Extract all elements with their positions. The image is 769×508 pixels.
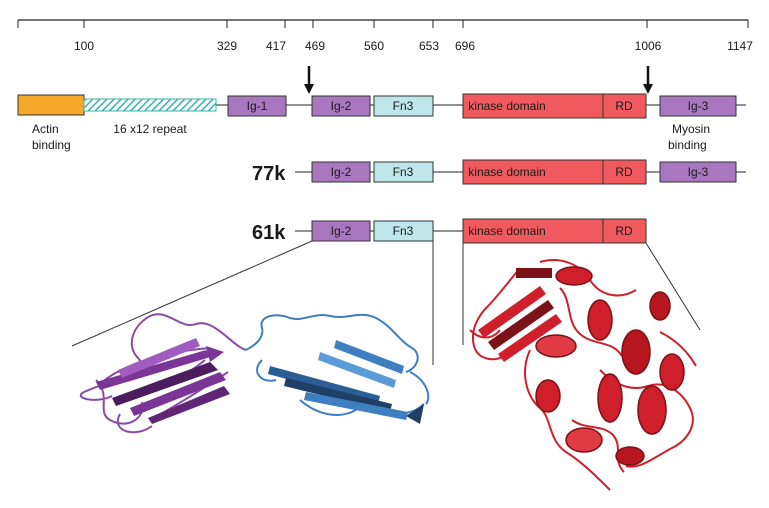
ig2-domain [311,161,371,183]
kinase-helix [587,299,613,341]
ig2-strand [148,386,230,424]
fn3-loops [245,313,430,416]
rd-label: RD [615,224,633,238]
kinase-domain [462,218,604,244]
kinase-helix [535,379,561,413]
tick-label: 100 [74,39,94,53]
residue-scale: 100 329 417 469 560 653 696 1006 1147 [17,19,753,53]
kinase-helix [649,291,671,321]
kinase-label: kinase domain [468,224,545,238]
myosin-binding-note: binding [668,138,707,152]
ig1-domain [227,95,287,117]
ig2-label: Ig-2 [331,224,352,238]
ig2-label: Ig-2 [331,165,352,179]
ig2-strand [112,362,218,406]
ig3-domain [659,95,737,117]
actin-binding-domain [17,94,85,116]
ig2-label: Ig-2 [331,99,352,113]
projection-lines [71,240,701,365]
ig2-domain [311,220,371,242]
myosin-binding-note: Myosin [672,122,710,136]
kinase-helix [535,334,577,358]
tick-label: 329 [217,39,237,53]
tick-label: 469 [305,39,325,53]
ig2-strand [96,350,214,390]
kinase-strand [516,268,552,278]
tick-label: 696 [455,39,475,53]
kinase-label: kinase domain [468,165,545,179]
fn3-label: Fn3 [393,99,414,113]
kinase-domain [462,159,604,185]
repeat-label: 16 x12 repeat [113,122,187,136]
fragment-77k-label: 77k [252,163,286,185]
arrow-head-icon [643,84,653,94]
projection-line [645,242,701,331]
kinase-domain [462,93,604,119]
fn3-strand [334,340,404,374]
fn3-label: Fn3 [393,224,414,238]
fn3-strand [284,378,392,412]
ig3-label: Ig-3 [688,99,709,113]
actin-binding-note: binding [32,138,71,152]
kinase-helix [555,266,593,286]
actin-binding-note: Actin [32,122,59,136]
fn3-structure [245,313,430,424]
kinase-helix [597,373,623,423]
fn3-strand [318,352,396,388]
rd-label: RD [615,165,633,179]
kinase-strand [488,300,554,350]
kinase-strand [478,286,546,338]
ig3-domain [659,161,737,183]
tick-label: 1006 [635,39,662,53]
ig1-label: Ig-1 [247,99,268,113]
kinase-label: kinase domain [468,99,545,113]
rd-label: RD [615,99,633,113]
fn3-domain [373,161,434,183]
kinase-helix [621,329,651,375]
fn3-domain [373,220,434,242]
kinase-strand [498,314,562,362]
ig2-strand [130,372,226,416]
arrow-head-icon [206,346,224,362]
full-length-row: Ig-1 Ig-2 Fn3 kinase domain RD Ig-3 Acti… [17,93,746,152]
kinase-helix [565,427,603,453]
projection-line [71,240,313,347]
fn3-domain [373,95,434,117]
ig3-label: Ig-3 [688,165,709,179]
fragment-61k-label: 61k [252,222,286,244]
kinase-helix [659,353,685,391]
fn3-strand [304,392,408,420]
kinase-helix [615,446,645,466]
ig2-strand [118,338,200,378]
rd-domain [602,218,647,244]
repeat-region [83,98,217,112]
tick-label: 560 [364,39,384,53]
kinase-helix [637,385,667,435]
tick-label: 1147 [727,39,753,53]
fn3-label: Fn3 [393,165,414,179]
fragment-61k-row: 61k Ig-2 Fn3 kinase domain RD [252,218,647,244]
ig2-domain [311,95,371,117]
fragment-77k-row: 77k Ig-2 Fn3 kinase domain RD Ig-3 [252,159,746,185]
kinase-structure [469,259,697,491]
arrow-head-icon [304,84,314,94]
cleavage-arrows [304,66,653,94]
arrow-head-icon [406,404,424,424]
rd-domain [602,93,647,119]
tick-label: 417 [266,39,286,53]
tick-label: 653 [419,39,439,53]
ig2-structure [80,313,247,434]
rd-domain [602,159,647,185]
